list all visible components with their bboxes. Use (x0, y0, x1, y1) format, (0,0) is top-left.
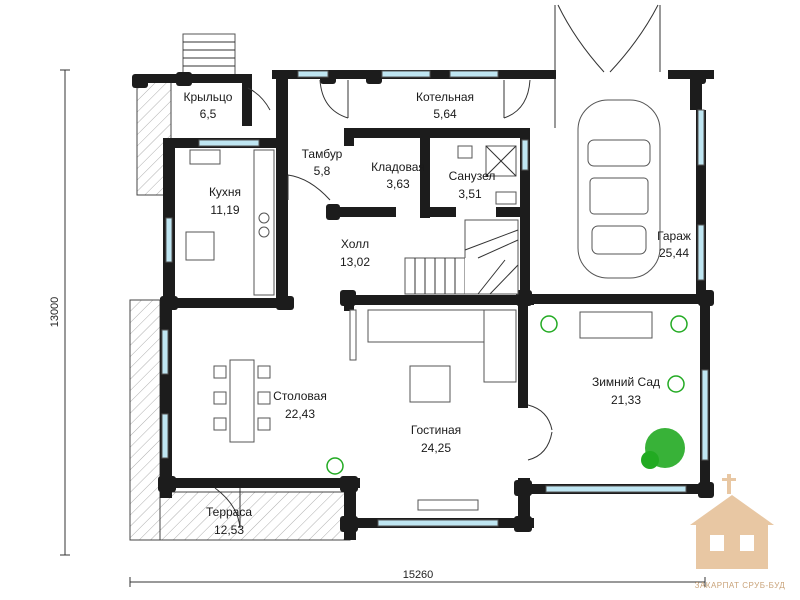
room-name-dining: Столовая (273, 389, 327, 403)
room-name-garage: Гараж (657, 229, 691, 243)
room-name-pantry: Кладовая (371, 160, 425, 174)
dining-table (213, 359, 271, 443)
room-name-kitchen: Кухня (209, 185, 241, 199)
car-icon (577, 99, 661, 279)
room-area-vestibule: 5,8 (314, 164, 331, 178)
room-name-hall: Холл (341, 237, 369, 251)
terrace-deck (129, 299, 161, 541)
room-name-winter-garden: Зимний Сад (592, 375, 660, 389)
staircase (404, 219, 519, 295)
wall-posts (132, 70, 714, 532)
terrace-deck-bottom (159, 491, 351, 541)
room-name-terrace: Терраса (206, 505, 252, 519)
room-area-porch: 6,5 (200, 107, 217, 121)
living-furniture (349, 309, 517, 511)
room-area-winter-garden: 21,33 (611, 393, 641, 407)
room-area-hall: 13,02 (340, 255, 370, 269)
room-name-living: Гостиная (411, 423, 461, 437)
room-area-dining: 22,43 (285, 407, 315, 421)
room-name-porch: Крыльцо (184, 90, 233, 104)
company-logo-icon (690, 474, 774, 569)
doors (214, 79, 553, 529)
kitchen-furniture (185, 149, 275, 296)
room-name-bathroom: Санузел (449, 169, 496, 183)
room-name-vestibule: Тамбур (302, 147, 343, 161)
room-area-terrace: 12,53 (214, 523, 244, 537)
room-area-kitchen: 11,19 (210, 203, 239, 217)
dimension-height-label: 13000 (49, 297, 61, 328)
winter-garden-furniture (326, 311, 688, 475)
dimension-width-label: 15260 (403, 569, 434, 581)
bathroom-fixtures (457, 145, 517, 205)
company-logo-text: ЗАКАРПАТ СРУБ-БУД (695, 581, 786, 590)
room-area-living: 24,25 (421, 441, 451, 455)
windows (161, 70, 709, 527)
room-area-boiler: 5,64 (433, 107, 457, 121)
room-name-boiler: Котельная (416, 90, 474, 104)
porch-steps (182, 33, 236, 79)
room-area-pantry: 3,63 (386, 177, 410, 191)
dimension-lines (60, 69, 706, 587)
room-area-garage: 25,44 (659, 246, 689, 260)
garage-door (554, 4, 661, 128)
room-area-bathroom: 3,51 (458, 187, 482, 201)
